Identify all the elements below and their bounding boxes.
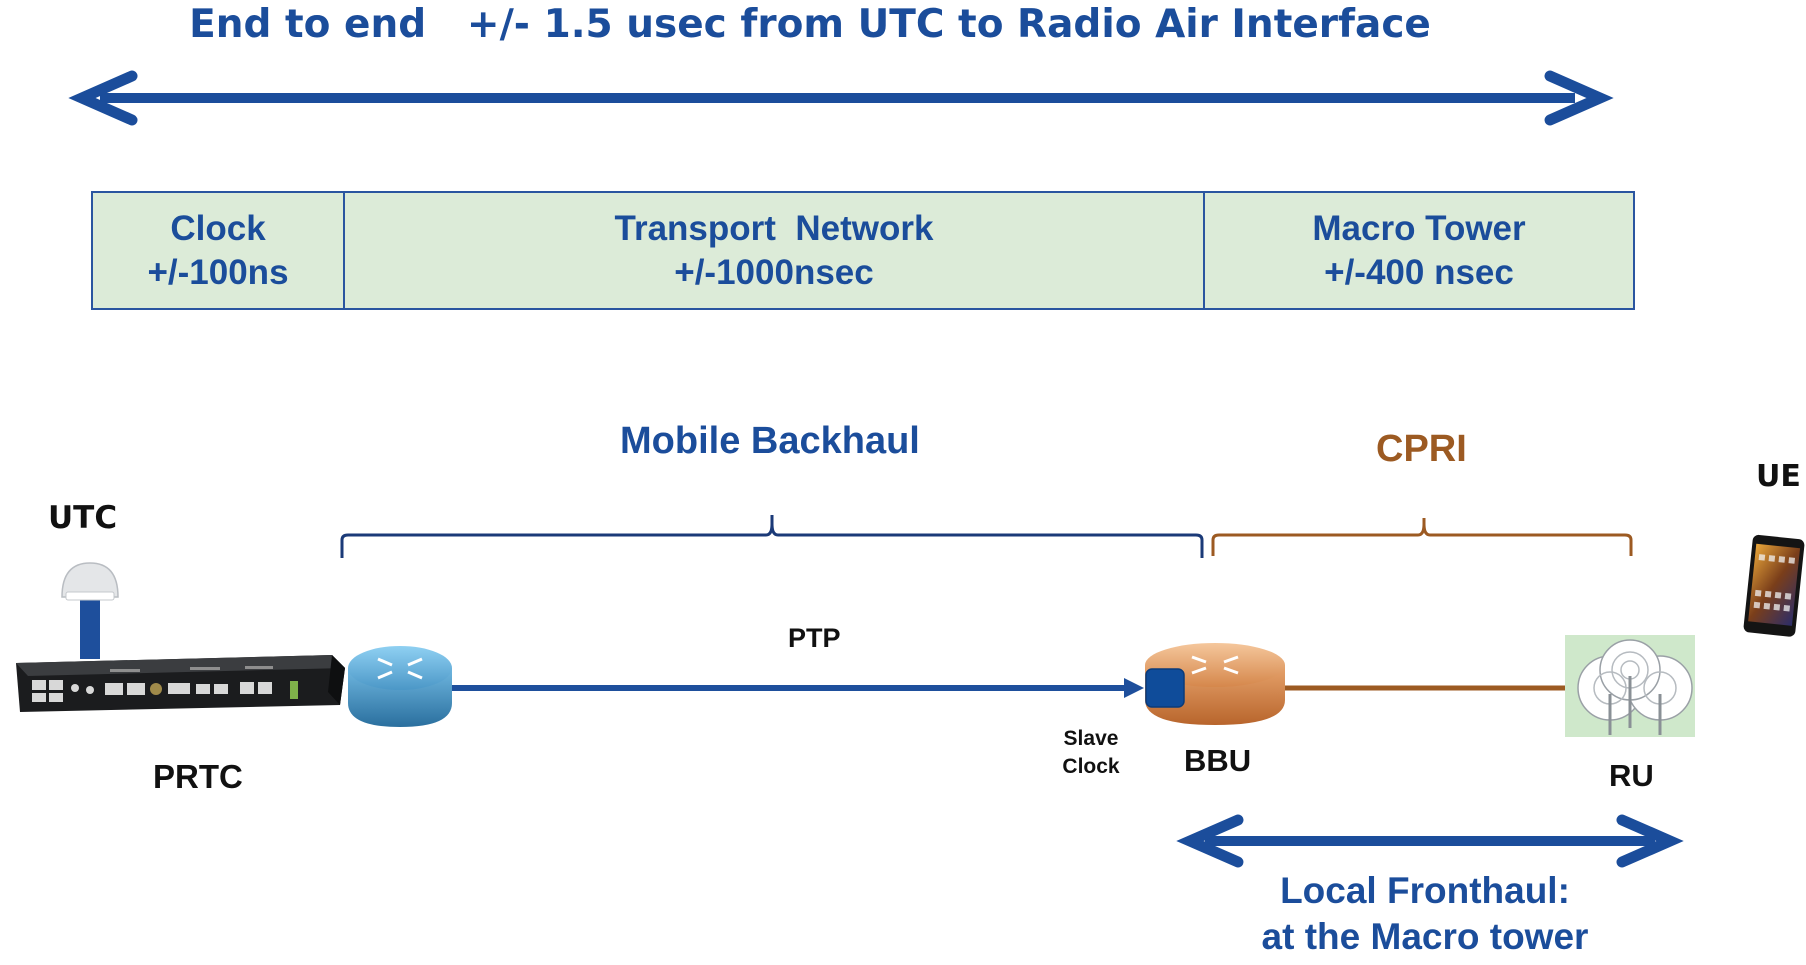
ue-label: UE [1756, 459, 1801, 494]
prtc-clock-device-icon [16, 655, 345, 712]
budget-cell-transport-network: Transport Network +/-1000nsec [345, 193, 1205, 308]
budget-cell-macro-tower: Macro Tower +/-400 nsec [1205, 193, 1633, 308]
end-to-end-double-arrow [68, 70, 1614, 126]
budget-cell-name: Macro Tower [1312, 208, 1526, 248]
bbu-router-icon [1145, 643, 1285, 725]
bbu-label: BBU [1184, 743, 1252, 778]
fronthaul-double-arrow [1176, 814, 1684, 868]
page-title: End to end +/- 1.5 usec from UTC to Radi… [189, 2, 1431, 47]
slave-clock-module-icon [1145, 668, 1185, 708]
budget-cell-value: +/-100ns [147, 252, 289, 292]
local-fronthaul-label: Local Fronthaul: at the Macro tower [1200, 868, 1650, 960]
prtc-label: PRTC [153, 758, 243, 795]
local-fronthaul-line2: at the Macro tower [1261, 916, 1589, 957]
ptp-link-arrow [452, 678, 1144, 698]
ptp-label: PTP [788, 623, 841, 653]
budget-cell-name: Transport Network [614, 208, 934, 248]
timing-budget-table: Clock +/-100ns Transport Network +/-1000… [91, 191, 1635, 310]
slave-clock-label-line1: Slave [1063, 727, 1119, 750]
budget-cell-clock: Clock +/-100ns [93, 193, 345, 308]
cpri-bracket [1211, 518, 1633, 556]
utc-label: UTC [48, 500, 118, 536]
budget-cell-value: +/-1000nsec [674, 252, 874, 292]
budget-cell-name: Clock [170, 208, 266, 248]
router-icon [348, 646, 452, 727]
mobile-backhaul-bracket [340, 515, 1204, 558]
ru-label: RU [1609, 758, 1654, 793]
radio-unit-antennas-icon [1565, 635, 1695, 737]
mobile-backhaul-label: Mobile Backhaul [620, 420, 920, 462]
gps-antenna-icon [61, 562, 119, 659]
budget-cell-value: +/-400 nsec [1324, 252, 1514, 292]
local-fronthaul-line1: Local Fronthaul: [1280, 870, 1570, 911]
cpri-label: CPRI [1376, 428, 1467, 470]
slave-clock-label-line2: Clock [1062, 755, 1120, 778]
slave-clock-label: Slave Clock [1056, 725, 1126, 781]
smartphone-icon [1743, 534, 1805, 637]
